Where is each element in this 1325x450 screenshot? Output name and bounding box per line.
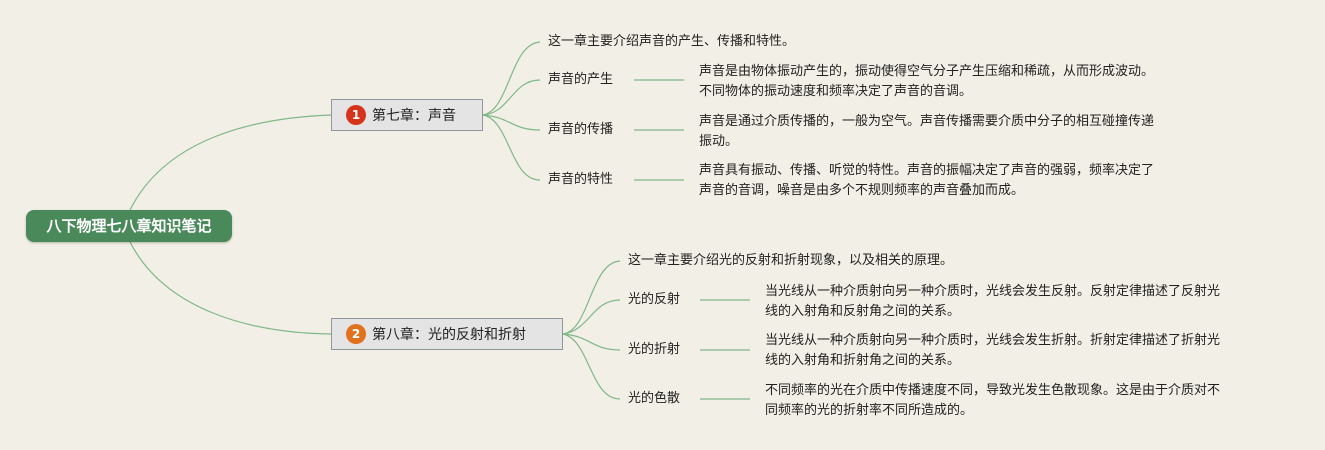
topic-sound-production-detail[interactable]: 声音是由物体振动产生的，振动使得空气分子产生压缩和稀疏，从而形成波动。 不同物体… — [699, 62, 1154, 102]
detail-line: 声音的音调，噪音是由多个不规则频率的声音叠加而成。 — [699, 183, 1025, 198]
detail-line: 同频率的光的折射率不同所造成的。 — [765, 403, 974, 418]
topic-sound-production[interactable]: 声音的产生 — [548, 72, 614, 87]
topic-light-dispersion[interactable]: 光的色散 — [628, 391, 681, 406]
topic-light-dispersion-detail[interactable]: 不同频率的光在介质中传播速度不同，导致光发生色散现象。这是由于介质对不 同频率的… — [765, 381, 1220, 421]
detail-line: 线的入射角和折射角之间的关系。 — [765, 353, 961, 368]
detail-line: 不同频率的光在介质中传播速度不同，导致光发生色散现象。这是由于介质对不 — [765, 383, 1221, 398]
root-node[interactable]: 八下物理七八章知识笔记 — [26, 210, 232, 242]
topic-sound-propagation[interactable]: 声音的传播 — [548, 122, 614, 137]
topic-sound-properties[interactable]: 声音的特性 — [548, 172, 614, 187]
detail-line: 声音是通过介质传播的，一般为空气。声音传播需要介质中分子的相互碰撞传递 — [699, 114, 1155, 129]
topic-light-refraction[interactable]: 光的折射 — [628, 342, 681, 357]
chapter-7-title: 第七章：声音 — [372, 108, 456, 124]
topic-sound-propagation-detail[interactable]: 声音是通过介质传播的，一般为空气。声音传播需要介质中分子的相互碰撞传递 振动。 — [699, 112, 1154, 152]
topic-light-reflection-detail[interactable]: 当光线从一种介质射向另一种介质时，光线会发生反射。反射定律描述了反射光 线的入射… — [765, 282, 1220, 322]
detail-line: 当光线从一种介质射向另一种介质时，光线会发生反射。反射定律描述了反射光 — [765, 284, 1221, 299]
detail-line: 当光线从一种介质射向另一种介质时，光线会发生折射。折射定律描述了折射光 — [765, 333, 1221, 348]
detail-line: 振动。 — [699, 134, 739, 149]
topic-light-reflection[interactable]: 光的反射 — [628, 292, 681, 307]
chapter-8-title: 第八章：光的反射和折射 — [372, 327, 526, 343]
detail-line: 不同物体的振动速度和频率决定了声音的音调。 — [699, 84, 973, 99]
chapter-7-intro[interactable]: 这一章主要介绍声音的产生、传播和特性。 — [548, 34, 796, 49]
detail-line: 声音具有振动、传播、听觉的特性。声音的振幅决定了声音的强弱，频率决定了 — [699, 163, 1155, 178]
chapter-7-node[interactable]: 1 第七章：声音 — [331, 99, 483, 131]
topic-light-refraction-detail[interactable]: 当光线从一种介质射向另一种介质时，光线会发生折射。折射定律描述了折射光 线的入射… — [765, 331, 1220, 371]
chapter-8-node[interactable]: 2 第八章：光的反射和折射 — [331, 318, 563, 350]
chapter-8-intro[interactable]: 这一章主要介绍光的反射和折射现象，以及相关的原理。 — [628, 253, 954, 268]
detail-line: 线的入射角和反射角之间的关系。 — [765, 304, 961, 319]
detail-line: 声音是由物体振动产生的，振动使得空气分子产生压缩和稀疏，从而形成波动。 — [699, 64, 1155, 79]
topic-sound-properties-detail[interactable]: 声音具有振动、传播、听觉的特性。声音的振幅决定了声音的强弱，频率决定了 声音的音… — [699, 161, 1154, 201]
number-1-badge: 1 — [346, 105, 366, 125]
number-2-badge: 2 — [346, 324, 366, 344]
